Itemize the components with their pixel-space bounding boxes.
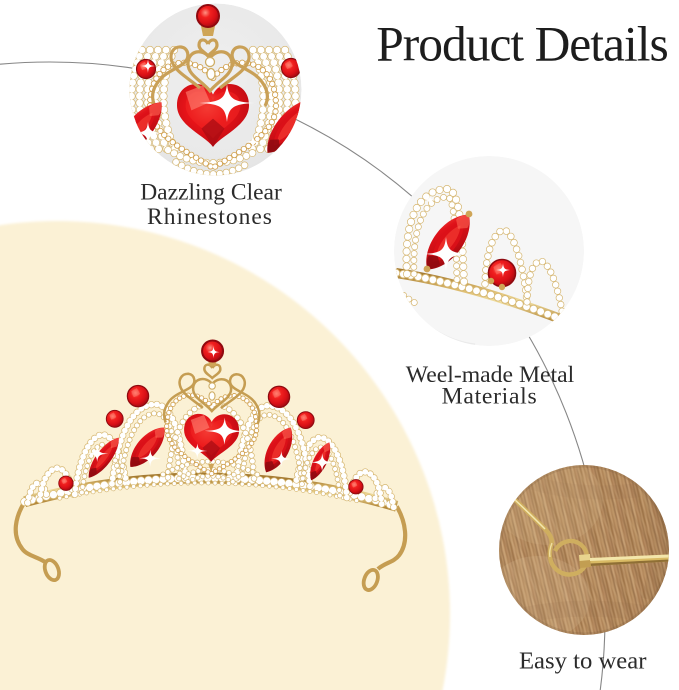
svg-text:Dazzling Clear: Dazzling Clear <box>140 180 282 206</box>
svg-text:Rhinestones: Rhinestones <box>147 204 273 230</box>
svg-text:Weel-made Metal: Weel-made Metal <box>406 362 575 388</box>
svg-text:Easy to wear: Easy to wear <box>519 647 647 674</box>
svg-text:Product Details: Product Details <box>376 17 668 72</box>
svg-text:Materials: Materials <box>442 383 538 409</box>
